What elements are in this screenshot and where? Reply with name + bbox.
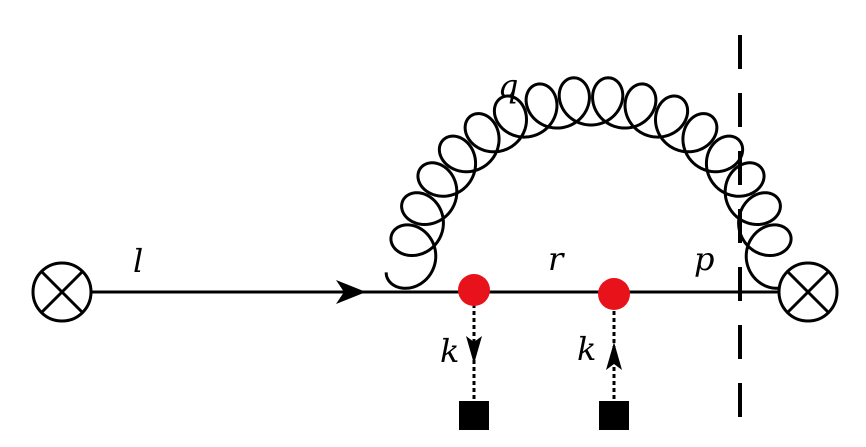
glauber-exchange-right <box>599 290 629 430</box>
label-l: l <box>133 242 143 280</box>
label-k-right: k <box>577 330 596 368</box>
source-left-icon <box>459 401 489 430</box>
vertex-dot-right <box>598 278 630 310</box>
label-p: p <box>694 240 714 278</box>
source-right-icon <box>599 401 629 430</box>
right-vertex-icon <box>777 261 839 323</box>
label-q: q <box>498 67 518 105</box>
label-k-left: k <box>440 332 459 370</box>
arrow-l <box>336 280 366 304</box>
label-r: r <box>548 240 565 278</box>
arrow-k-left <box>466 336 482 364</box>
vertex-dot-left <box>458 274 490 306</box>
glauber-exchange-left <box>459 290 489 430</box>
left-vertex-icon <box>31 261 93 323</box>
gluon-line <box>384 76 798 290</box>
arrow-k-right <box>606 342 622 370</box>
